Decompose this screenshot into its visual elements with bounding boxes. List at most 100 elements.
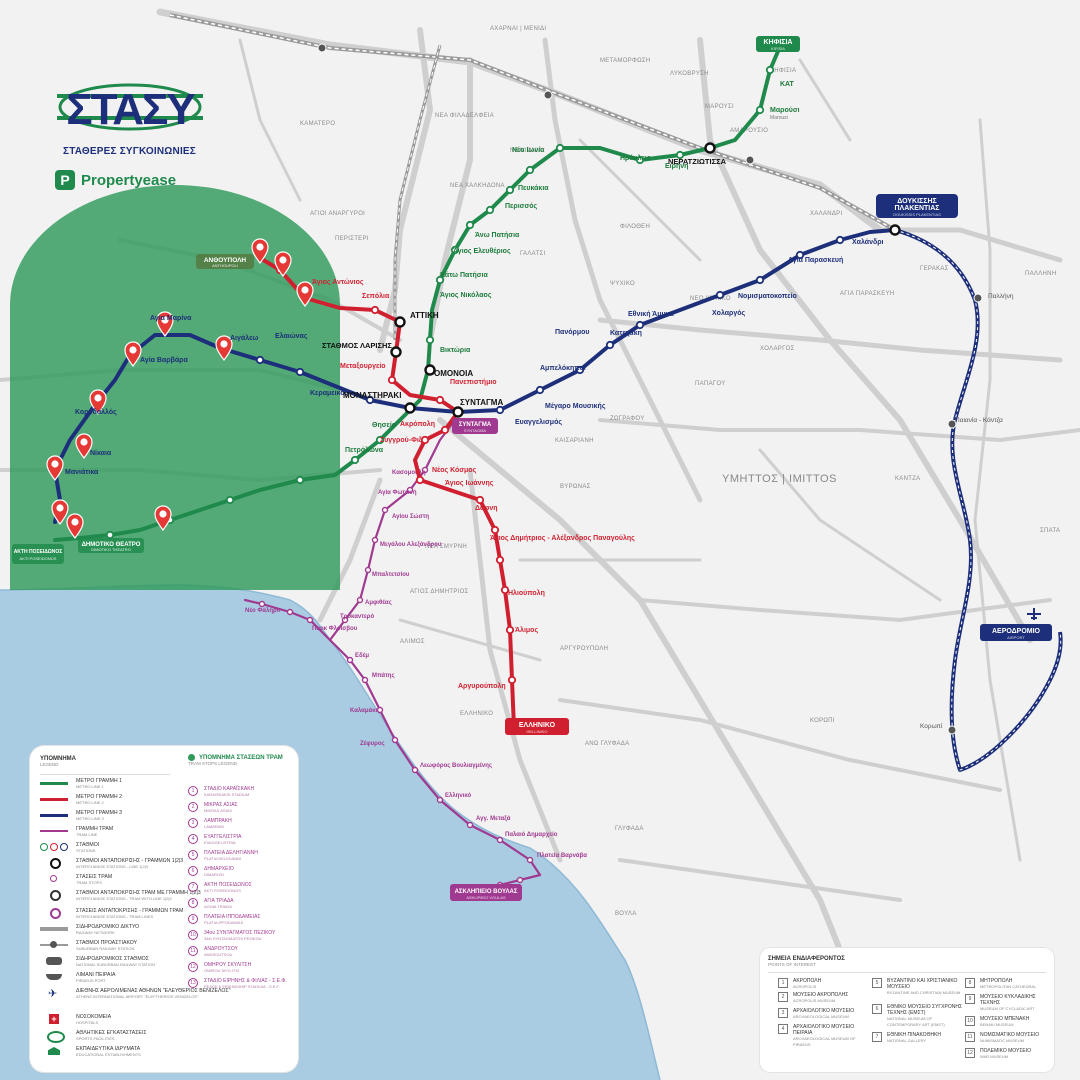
svg-text:SYNTAGMA: SYNTAGMA [464,428,486,433]
tram-stop-label: Εδέμ [355,653,369,659]
station-label: Νέα Ιωνία [512,147,545,154]
svg-text:KIFISIA: KIFISIA [771,46,785,51]
stasy-logo-mark: ΣΤΑΣΥ [57,83,203,134]
area-label: ΓΛΥΦΑΔΑ [615,826,644,832]
area-label: ΜΕΤΑΜΟΡΦΩΣΗ [600,58,651,64]
line3-labels: Χαλάνδρι Αγία Παρασκευή Νομισματοκοπείο … [65,238,1014,730]
area-label: ΚΗΦΙΣΙΑ [770,68,796,74]
station-label: Άγιος Αντώνιος [312,279,364,286]
station-label: Μαρούσι [770,107,800,114]
poi-subtitle: POINTS OF INTEREST [768,962,816,967]
stasy-logo: ΣΤΑΣΥ ΣΤΑΘΕΡΕΣ ΣΥΓΚΟΙΝΩΝΙΕΣ [55,62,205,172]
stadium-icon [40,1030,68,1043]
line3-swatch [40,810,68,820]
station-label: Χολαργός [712,309,746,317]
area-label: ΑΓΙΟΣ ΔΗΜΗΤΡΙΟΣ [410,589,469,595]
train-icon [40,956,68,966]
location-pin-icon [124,341,142,368]
legend-header: ΥΠΟΜΝΗΜΑ LEGEND [40,756,76,767]
svg-text:ΔΗΜΟΤΙΚΟ ΘΕΑΤΡΟ: ΔΗΜΟΤΙΚΟ ΘΕΑΤΡΟ [82,542,141,548]
propertyease-name: Propertyease [81,171,177,189]
area-label-imittos: ΥΜΗΤΤΟΣ | IMITTOS [722,473,837,485]
suburban-stations [317,43,983,735]
interchange-swatch [40,858,68,869]
station-label: Ηλιούπολη [508,589,545,597]
tram-interchange-swatch [40,890,68,901]
tram-legend-subtitle: TRAM STOPS LEGEND [188,761,237,766]
location-pin-icon [154,505,172,532]
area-label: ΠΑΠΑΓΟΥ [695,381,726,387]
station-label: ΚΑΤ [780,81,795,88]
station-label: Αγία Παρασκευή [788,257,843,264]
area-label: ΜΑΡΟΥΣΙ [705,104,734,110]
area-label: ΑΧΑΡΝΑΙ | ΜΕΝΙΔΙ [490,26,546,32]
railway-swatch [40,924,68,934]
area-label: ΖΩΓΡΑΦΟΥ [610,416,645,422]
station-label: Αργυρούπολη [458,682,506,690]
station-label: Δάφνη [475,505,498,512]
tram-stop-label: Ζέφυρος [360,741,385,747]
area-label: ΨΥΧΙΚΟ [610,281,635,287]
svg-text:ΑΚΤΗ ΠΟΣΕΙΔΩΝΟΣ: ΑΚΤΗ ΠΟΣΕΙΔΩΝΟΣ [14,549,63,555]
school-icon [40,1046,68,1056]
station-label: Άγιος Ελευθέριος [453,247,511,255]
area-labels: ΑΧΑΡΝΑΙ | ΜΕΝΙΔΙ ΜΕΤΑΜΟΡΦΩΣΗ ΛΥΚΟΒΡΥΣΗ Ν… [300,26,1060,917]
station-label: Σεπόλια [362,292,390,300]
station-label: Πευκάκια [518,185,549,192]
tram-stop-labels: Κασομούλη Αγία Φωτεινή Αγίου Σώστη Μεγάλ… [245,470,587,859]
terminal-kifisia: ΚΗΦΙΣΙΑ KIFISIA [756,36,800,52]
location-pin-icon [274,251,292,278]
tram-legend-header: ΥΠΟΜΝΗΜΑ ΣΤΑΣΕΩΝ ΤΡΑΜ TRAM STOPS LEGEND [188,754,283,766]
svg-text:ΣΥΝΤΑΓΜΑ: ΣΥΝΤΑΓΜΑ [459,422,492,428]
logo-wordmark: ΣΤΑΣΥ [66,85,195,134]
area-label: ΒΥΡΩΝΑΣ [560,484,591,490]
tram-stops [258,466,534,889]
tram-swatch [40,826,68,836]
location-pin-icon [51,499,69,526]
line1-swatch [40,778,68,788]
tram-stop-label: Αγγ. Μεταξά [476,816,511,822]
svg-text:ΕΛΛΗΝΙΚΟ: ΕΛΛΗΝΙΚΟ [519,722,556,729]
location-pin-icon [296,281,314,308]
tram-stop-label: Παλαιό Δημαρχείο [505,832,558,838]
metro-line-1 [53,40,784,542]
svg-text:HELLINIKO: HELLINIKO [527,729,548,734]
svg-text:ΑΕΡΟΔΡΟΜΙΟ: ΑΕΡΟΔΡΟΜΙΟ [992,628,1041,635]
station-label: Κεραμεικός [310,390,349,397]
tram-stop-label: Μεγάλου Αλεξάνδρου [380,542,442,548]
location-pin-icon [75,433,93,460]
highlight-overlay [10,185,340,590]
svg-text:AKTI POSEIDONOS: AKTI POSEIDONOS [20,556,57,561]
tram-stop-label: Ελληνικό [445,793,471,799]
tram-stop-label: Νέο Φάληρο [245,608,281,614]
station-label: Ακρόπολη [400,420,435,428]
station-label: Άλιμος [515,626,538,634]
station-sublabel: Marousi [770,115,788,121]
terminal-akti-poseidonos: ΑΚΤΗ ΠΟΣΕΙΔΩΝΟΣ AKTI POSEIDONOS [12,544,64,564]
location-pin-icon [66,513,84,540]
propertyease-logo-icon: P [55,170,75,190]
terminal-douk-plakentias: ΔΟΥΚΙΣΣΗΣ ΠΛΑΚΕΝΤΙΑΣ DOUKISSIS PLAKENTIA… [876,194,958,218]
location-pin-icon [46,455,64,482]
metro-line-3-stations [255,235,845,415]
area-label: ΑΓΙΟΙ ΑΝΑΡΓΥΡΟΙ [310,211,365,217]
svg-text:ΑΣΚΛΗΠΙΕΙΟ ΒΟΥΛΑΣ: ΑΣΚΛΗΠΙΕΙΟ ΒΟΥΛΑΣ [455,889,518,895]
area-label: ΕΛΛΗΝΙΚΟ [460,711,493,717]
station-label: Εθνική Άμυνα [628,311,674,318]
tram-stop-swatch [40,874,68,884]
poi-panel: ΣΗΜΕΙΑ ΕΝΔΙΑΦΕΡΟΝΤΟΣ POINTS OF INTEREST … [760,948,1054,1072]
tram-stop-label: Πλατεία Βαρνάβα [537,853,587,859]
station-label: Θησείο [372,422,396,429]
area-label: ΝΕΑ ΧΑΛΚΗΔΟΝΑ [450,183,505,189]
